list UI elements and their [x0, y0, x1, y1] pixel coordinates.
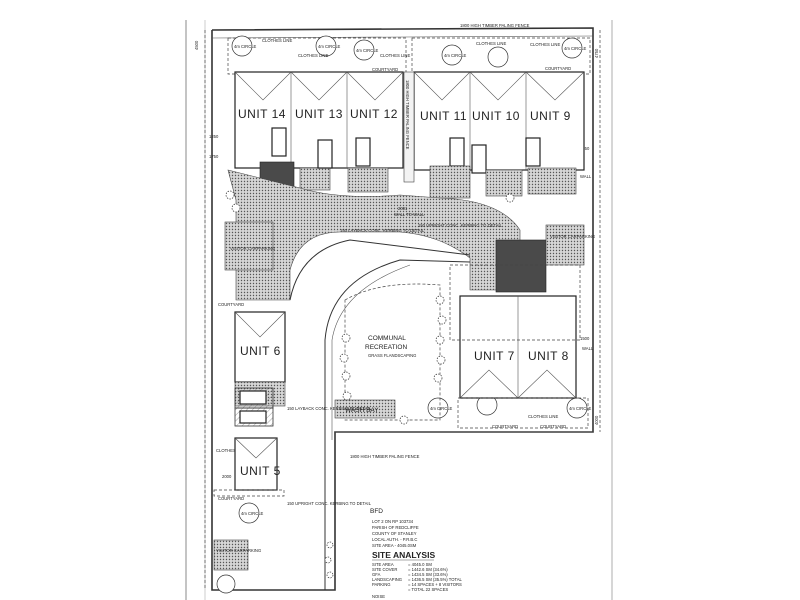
svg-text:COURTYARD: COURTYARD [218, 496, 244, 501]
local-auth-line: LOCAL AUTH. - P.R.B.C [372, 537, 417, 542]
svg-text:= 4045.0 SM: = 4045.0 SM [408, 562, 432, 567]
unit-8-label: UNIT 8 [528, 349, 569, 363]
svg-text:SITE COVER: SITE COVER [372, 567, 397, 572]
dim-4500: 4500 [194, 40, 199, 50]
svg-text:CLOTHES LINE: CLOTHES LINE [298, 53, 328, 58]
svg-text:4m CIRCLE: 4m CIRCLE [356, 48, 379, 53]
dim-1250: 1250 [209, 134, 219, 139]
unit-9-label: UNIT 9 [530, 109, 571, 123]
upright-kerb-bottom: 150 UPRIGHT CONC. KERBING TO DETAIL [287, 501, 372, 506]
svg-text:VISITOR CARPARKING: VISITOR CARPARKING [216, 548, 261, 553]
access-road [289, 239, 471, 590]
grass-label: GRASS FLANDSCAPING [368, 353, 416, 358]
block-units-11-9 [413, 71, 585, 199]
svg-text:CLOTHES LINE: CLOTHES LINE [380, 53, 410, 58]
unit-6-label: UNIT 6 [240, 344, 281, 358]
analysis-rows: SITE AREA = 4045.0 SM SITE COVER = 1442.… [372, 562, 463, 592]
county-line: COUNTY OF STANLEY [372, 531, 417, 536]
bfd-label: BFD [370, 508, 383, 515]
unit-5-label: UNIT 5 [240, 464, 281, 478]
site-area-line: SITE AREA - 4045.0SM [372, 543, 417, 548]
svg-text:= 1436.5 SM (35.5%) TOTAL: = 1436.5 SM (35.5%) TOTAL [408, 577, 463, 582]
carports [234, 387, 274, 427]
wash-bay [334, 399, 396, 419]
svg-text:4m CIRCLE: 4m CIRCLE [569, 406, 592, 411]
block-units-14-12 [234, 71, 404, 193]
wall-label-right: WALL [582, 346, 594, 351]
svg-text:= TOTAL 22 SPACES: = TOTAL 22 SPACES [408, 587, 448, 592]
svg-text:CLOTHES LINE: CLOTHES LINE [528, 414, 558, 419]
svg-text:CLOTHES LINE: CLOTHES LINE [530, 42, 560, 47]
svg-text:= 1434.5 SM (33.6%): = 1434.5 SM (33.6%) [408, 572, 448, 577]
svg-text:PARKING: PARKING [372, 582, 391, 587]
layback-kerb-top: 150 LAYBACK CONC. KERBING TO DETAIL [340, 228, 425, 233]
svg-text:SITE AREA: SITE AREA [372, 562, 394, 567]
dim-1750: 1750 [209, 154, 219, 159]
parish-line: PARISH OF REDCLIFFE [372, 525, 419, 530]
dim-2000: 2000 [222, 474, 232, 479]
svg-text:COURTYARD: COURTYARD [218, 302, 244, 307]
svg-text:4m CIRCLE: 4m CIRCLE [564, 46, 587, 51]
dim-1250-right: 1250 [580, 146, 590, 151]
unit-10-label: UNIT 10 [472, 109, 520, 123]
wash-bay-label: WASH BAY [345, 407, 379, 414]
communal-area [344, 283, 441, 421]
unit-14-label: UNIT 14 [238, 107, 286, 121]
visitor-parking-right: VISITOR CARPARKING [550, 234, 595, 239]
block-unit-5 [213, 437, 285, 497]
visitor-parking-left: VISITOR CARPARKING [230, 246, 275, 251]
wall-to-wall-label: WALL TO WALL [394, 212, 425, 217]
unit-7-label: UNIT 7 [474, 349, 515, 363]
svg-text:4m CIRCLE: 4m CIRCLE [444, 53, 467, 58]
unit-13-label: UNIT 13 [295, 107, 343, 121]
svg-text:4m CIRCLE: 4m CIRCLE [241, 511, 264, 516]
svg-text:CLOTHES LINE: CLOTHES LINE [476, 41, 506, 46]
block-units-7-8 [449, 264, 589, 429]
svg-text:LANDSCAPING: LANDSCAPING [372, 577, 402, 582]
visitor-parking-bottom: VISITOR CARPARKING [213, 539, 261, 571]
trees [225, 190, 515, 579]
dim-4000: 4000 [594, 415, 599, 425]
layback-kerb-bottom: 150 LAYBACK CONC. KERBING TO DETAIL [287, 406, 372, 411]
unit-12-label: UNIT 12 [350, 107, 398, 121]
walkway-center: 1800 HIGH TIMBER PALING FENCE [403, 71, 415, 183]
svg-text:CLOTHES LINE: CLOTHES LINE [262, 38, 292, 43]
svg-text:4m CIRCLE: 4m CIRCLE [318, 44, 341, 49]
dim-4750: 4750 [594, 48, 599, 58]
unit-11-label: UNIT 11 [420, 109, 467, 123]
svg-text:= 14 SPACES + 8 VISITORS: = 14 SPACES + 8 VISITORS [408, 582, 462, 587]
lot-line: LOT 2 ON RP 103734 [372, 519, 414, 524]
clothes-line-labels: CLOTHES LINE CLOTHES LINE CLOTHES LINE C… [216, 38, 560, 453]
title-block: BFD LOT 2 ON RP 103734 PARISH OF REDCLIF… [370, 508, 463, 599]
recreation-label: RECREATION [365, 344, 407, 351]
svg-text:= 1442.6 SM (34.6%): = 1442.6 SM (34.6%) [408, 567, 448, 572]
communal-label: COMMUNAL [368, 335, 406, 342]
upright-kerb-top: 150 UPRIGHT CONC. KERBING TO DETAIL [418, 223, 503, 228]
bottom-fence-label: 1800 HIGH TIMBER PALING FENCE [350, 454, 420, 459]
wall-label-top-right: WALL [580, 174, 592, 179]
svg-text:COURTYARD: COURTYARD [545, 66, 571, 71]
svg-text:COURTYARD: COURTYARD [540, 424, 566, 429]
svg-text:COURTYARD: COURTYARD [492, 424, 518, 429]
svg-text:CLOTHES LINE: CLOTHES LINE [216, 448, 246, 453]
top-fence-label: 1800 HIGH TIMBER PALING FENCE [460, 23, 530, 28]
svg-text:GFA: GFA [372, 572, 381, 577]
dim-1500: 1500 [580, 336, 590, 341]
noise-label: NOISE [372, 594, 385, 599]
svg-text:4m CIRCLE: 4m CIRCLE [430, 406, 453, 411]
svg-text:COURTYARD: COURTYARD [372, 67, 398, 72]
site-analysis-heading: SITE ANALYSIS [372, 550, 435, 560]
paved-driveway [224, 169, 585, 301]
svg-text:1800 HIGH TIMBER PALING FENCE: 1800 HIGH TIMBER PALING FENCE [405, 80, 410, 150]
circles [216, 35, 588, 594]
dim-2001: 2001 [398, 206, 408, 211]
svg-text:4m CIRCLE: 4m CIRCLE [234, 44, 257, 49]
